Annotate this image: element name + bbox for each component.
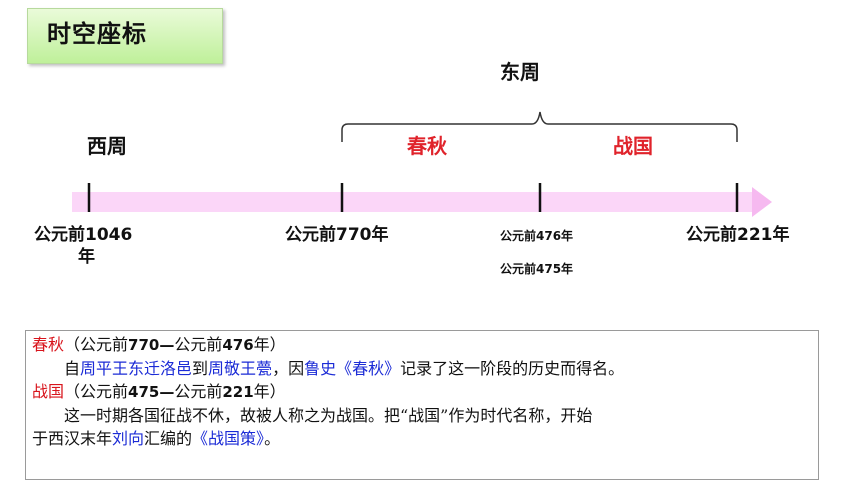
year: 475 (128, 383, 160, 401)
info-line-zhanguo-heading: 战国（公元前475—公元前221年） (32, 380, 812, 404)
west-zhou-label: 西周 (87, 134, 127, 158)
tick-label-476: 公元前476年 (500, 229, 574, 243)
info-line-chunqiu-heading: 春秋（公元前770—公元前476年） (32, 333, 812, 357)
title-box (27, 8, 223, 64)
chunqiu-label: 春秋 (407, 134, 447, 158)
text: 年） (253, 335, 286, 354)
info-line-zhanguo-desc-cont: 于西汉末年刘向汇编的《战国策》。 (32, 427, 812, 450)
tick-label-1046: 公元前1046 年 (34, 224, 132, 268)
text: 。 (264, 429, 281, 448)
year: 221 (222, 383, 254, 401)
text: 到 (192, 359, 209, 378)
text: 于西汉末年 (32, 429, 113, 448)
timeline-bar (72, 192, 754, 212)
blue-term: 刘向 (112, 429, 145, 448)
text: 年） (253, 382, 286, 401)
info-box: 春秋（公元前770—公元前476年） 自周平王东迁洛邑到周敬王甍，因鲁史《春秋》… (25, 330, 819, 480)
page-title: 时空座标 (47, 20, 147, 48)
timeline-arrowhead (752, 187, 772, 217)
dash: — (159, 383, 175, 401)
year: 476 (222, 336, 254, 354)
east-zhou-brace (341, 111, 738, 142)
text: 记录了这一阶段的历史而得名。 (400, 359, 625, 378)
tick-label-475: 公元前475年 (500, 262, 574, 276)
zhanguo-label: 战国 (613, 134, 653, 158)
text: 公元前 (174, 335, 223, 354)
text: （公元前 (64, 335, 129, 354)
text: 汇编的 (144, 429, 193, 448)
tick-label-1046-line1: 公元前1046 (34, 225, 133, 245)
text: 公元前 (174, 382, 223, 401)
year: 770 (128, 336, 160, 354)
chunqiu-term: 春秋 (32, 335, 65, 354)
tick-label-1046-line2: 年 (78, 247, 95, 268)
east-zhou-label: 东周 (500, 60, 540, 84)
info-line-chunqiu-desc: 自周平王东迁洛邑到周敬王甍，因鲁史《春秋》记录了这一阶段的历史而得名。 (32, 357, 812, 380)
blue-term: 《战国策》 (192, 429, 265, 448)
text: （公元前 (64, 382, 129, 401)
blue-term: 鲁史《春秋》 (304, 359, 401, 378)
text: 自 (64, 359, 81, 378)
text: ，因 (272, 359, 305, 378)
blue-term: 周平王东迁洛邑 (80, 359, 193, 378)
zhanguo-term: 战国 (32, 382, 65, 401)
dash: — (159, 336, 175, 354)
info-line-zhanguo-desc: 这一时期各国征战不休，故被人称之为战国。把“战国”作为时代名称，开始 (64, 406, 593, 425)
tick-label-221: 公元前221年 (686, 225, 790, 245)
blue-term: 周敬王甍 (208, 359, 273, 378)
tick-label-770: 公元前770年 (285, 225, 389, 245)
